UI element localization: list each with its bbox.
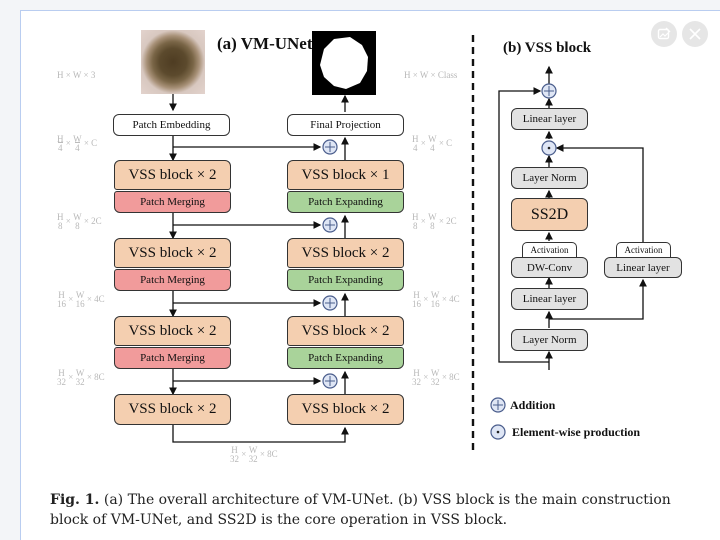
- addition-icon: [322, 139, 338, 155]
- encoder-vss-block-1: VSS block × 2: [114, 160, 231, 190]
- panel-b-title: (b) VSS block: [503, 40, 592, 56]
- legend-label: Addition: [510, 397, 556, 412]
- addition-icon: [322, 373, 338, 389]
- vss-linear-layer-mid: Linear layer: [511, 288, 588, 310]
- vss-ss2d-block: SS2D: [511, 198, 588, 231]
- encoder-patch-merging-1: Patch Merging: [114, 191, 231, 213]
- addition-icon: [322, 295, 338, 311]
- input-dimension-label: H × W × 3: [57, 70, 96, 80]
- decoder-vss-block-2: VSS block × 2: [287, 238, 404, 268]
- vss-linear-layer-top: Linear layer: [511, 108, 588, 130]
- element-wise-product-icon: [541, 140, 557, 156]
- vss-activation-right: Activation: [616, 242, 671, 257]
- addition-icon: [490, 397, 506, 413]
- vss-linear-layer-right: Linear layer: [604, 257, 682, 278]
- legend-label: Element-wise production: [512, 424, 641, 439]
- encoder-patch-merging-2: Patch Merging: [114, 269, 231, 291]
- edit-image-icon: [657, 27, 671, 40]
- output-dimension-label: H × W × Class: [404, 70, 458, 80]
- panel-a-title: (a) VM-UNet: [217, 34, 313, 53]
- addition-icon: [541, 83, 557, 99]
- addition-icon: [322, 217, 338, 233]
- vss-layer-norm-top: Layer Norm: [511, 167, 588, 189]
- encoder-vss-block-3: VSS block × 2: [114, 316, 231, 346]
- decoder-patch-expanding-2: Patch Expanding: [287, 269, 404, 291]
- caption-text: (a) The overall architecture of VM-UNet.…: [50, 492, 671, 528]
- legend-item-element-wise: Element-wise production: [490, 424, 640, 440]
- element-wise-product-icon: [490, 424, 506, 440]
- close-icon: [689, 28, 701, 40]
- caption-label: Fig. 1.: [50, 492, 100, 508]
- decoder-vss-block-1: VSS block × 1: [287, 160, 404, 190]
- decoder-vss-block-3: VSS block × 2: [287, 316, 404, 346]
- final-projection-block: Final Projection: [287, 114, 404, 136]
- output-segmentation-mask: [312, 31, 376, 95]
- vss-dwconv-block: DW-Conv: [511, 257, 588, 278]
- decoder-vss-block-4: VSS block × 2: [287, 394, 404, 425]
- input-lesion-image: [141, 30, 205, 94]
- edit-image-button[interactable]: [651, 21, 677, 47]
- decoder-patch-expanding-3: Patch Expanding: [287, 347, 404, 369]
- encoder-vss-block-4: VSS block × 2: [114, 394, 231, 425]
- vss-activation-left: Activation: [522, 242, 577, 257]
- figure-caption: Fig. 1. (a) The overall architecture of …: [50, 490, 710, 530]
- encoder-patch-merging-3: Patch Merging: [114, 347, 231, 369]
- patch-embedding-block: Patch Embedding: [113, 114, 230, 136]
- decoder-patch-expanding-1: Patch Expanding: [287, 191, 404, 213]
- close-button[interactable]: [682, 21, 708, 47]
- legend-item-addition: Addition: [490, 397, 555, 413]
- vss-layer-norm-bottom: Layer Norm: [511, 329, 588, 351]
- encoder-vss-block-2: VSS block × 2: [114, 238, 231, 268]
